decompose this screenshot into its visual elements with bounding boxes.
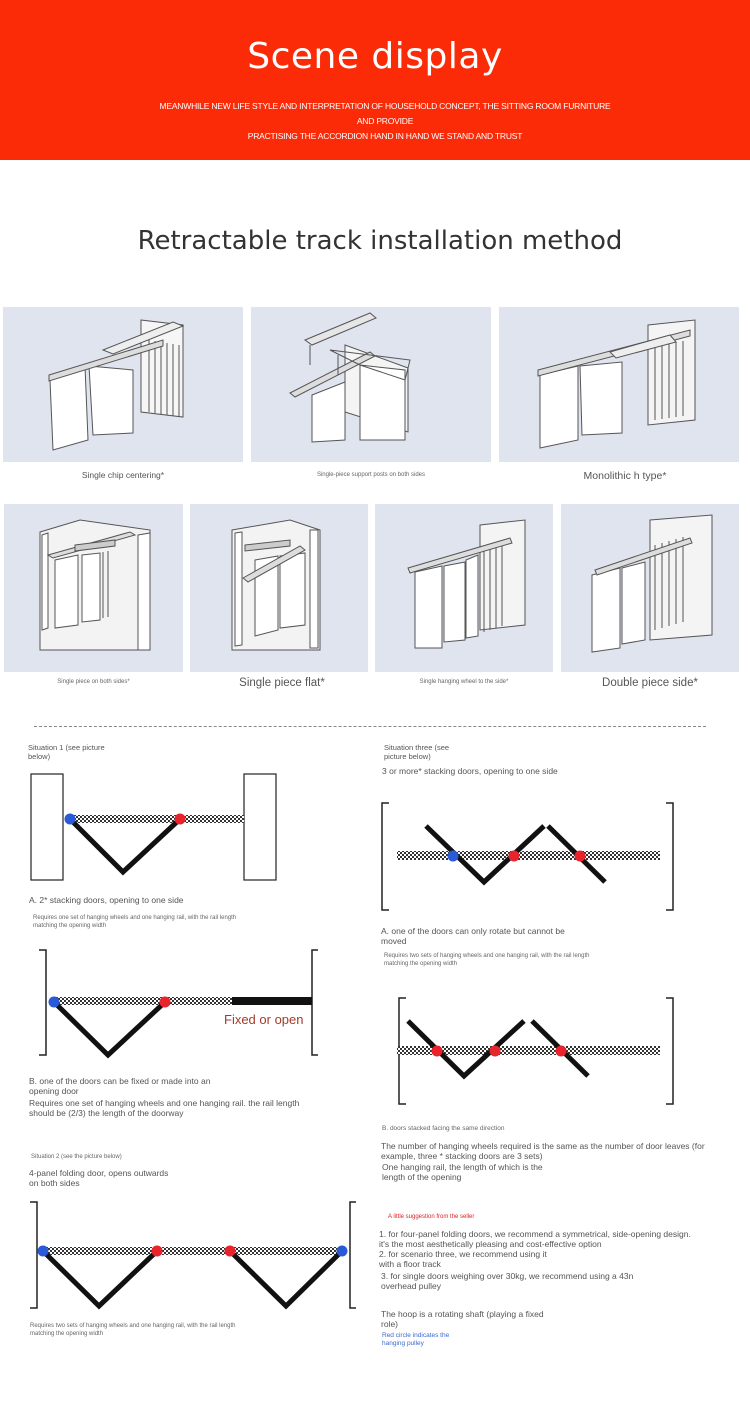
method-caption-2: Single-piece support posts on both sides bbox=[316, 472, 426, 478]
hoop-note-line1: The hoop is a rotating shaft (playing a … bbox=[381, 1309, 544, 1319]
method-image-6 bbox=[375, 504, 553, 672]
situation2-desc-line2: on both sides bbox=[29, 1178, 80, 1188]
suggestion-item-3-line2: overhead pulley bbox=[381, 1280, 442, 1291]
suggestion-item-1-line2: it's the most aesthetically pleasing and… bbox=[379, 1238, 602, 1249]
situation3-desc: 3 or more* stacking doors, opening to on… bbox=[382, 766, 558, 776]
situation3-b-rail-line2: length of the opening bbox=[382, 1172, 462, 1182]
situation2-note-line2: matching the opening width bbox=[30, 1331, 104, 1337]
situation3-a-note-line1: Requires two sets of hanging wheels and … bbox=[384, 953, 590, 959]
header-banner: Scene display MEANWHILE NEW LIFE STYLE A… bbox=[0, 0, 750, 160]
situation3-a-label-line1: A. one of the doors can only rotate but … bbox=[381, 926, 565, 936]
red-circle-legend-line1: Red circle indicates the bbox=[382, 1332, 450, 1339]
situation3-title-line1: Situation three (see bbox=[384, 743, 450, 752]
method-caption-4: Single piece on both sides* bbox=[57, 679, 130, 685]
method-image-1 bbox=[3, 307, 243, 462]
situation3-b-rail-line1: One hanging rail, the length of which is… bbox=[382, 1162, 543, 1172]
situation2-desc-line1: 4-panel folding door, opens outwards bbox=[29, 1168, 169, 1178]
situation3-title: Situation three (see picture below) bbox=[384, 743, 449, 761]
situation3-title-line2: picture below) bbox=[384, 752, 431, 761]
red-circle-legend: Red circle indicates the hanging pulley bbox=[382, 1332, 449, 1348]
situation2-note-line1: Requires two sets of hanging wheels and … bbox=[30, 1323, 236, 1329]
situation1-a-label: A. 2* stacking doors, opening to one sid… bbox=[29, 895, 184, 905]
method-caption-1: Single chip centering* bbox=[81, 470, 165, 480]
method-image-7 bbox=[561, 504, 739, 672]
double-piece-side-illustration bbox=[591, 514, 713, 653]
monolithic-h-type-illustration bbox=[537, 319, 696, 449]
method-caption-3: Monolithic h type* bbox=[583, 470, 667, 482]
situation1-a-note: Requires one set of hanging wheels and o… bbox=[33, 914, 236, 930]
single-hanging-wheel-side-illustration bbox=[407, 519, 526, 649]
section-title: Retractable track installation method bbox=[137, 226, 623, 256]
method-image-2 bbox=[251, 307, 491, 462]
situation1-b-label: B. one of the doors can be fixed or made… bbox=[29, 1076, 210, 1096]
situation2-note: Requires two sets of hanging wheels and … bbox=[30, 1322, 235, 1338]
hoop-note-line2: role) bbox=[381, 1318, 399, 1329]
single-chip-centering-illustration bbox=[48, 319, 185, 451]
situation1-b-note-line2: should be (2/3) the length of the doorwa… bbox=[29, 1108, 184, 1118]
method-image-4 bbox=[4, 504, 183, 672]
method-caption-5: Single piece flat* bbox=[239, 677, 325, 689]
method-caption-7: Double piece side* bbox=[602, 677, 698, 689]
situation2-desc: 4-panel folding door, opens outwards on … bbox=[29, 1168, 168, 1188]
situation1-title-line2: below) bbox=[28, 752, 51, 761]
method-caption-6: Single hanging wheel to the side* bbox=[419, 679, 509, 685]
support-posts-illustration bbox=[289, 312, 411, 443]
method-image-5 bbox=[190, 504, 368, 672]
situation3-b-label: B. doors stacked facing the same directi… bbox=[382, 1125, 505, 1132]
fixed-or-open-label: Fixed or open bbox=[224, 1012, 304, 1027]
banner-subtitle-line2: PRACTISING THE ACCORDION HAND IN HAND WE… bbox=[247, 131, 523, 141]
suggestion-item-1-line1: 1. for four-panel folding doors, we reco… bbox=[379, 1229, 691, 1239]
situation3-a-label: A. one of the doors can only rotate but … bbox=[381, 926, 565, 946]
suggestion-item-1: 1. for four-panel folding doors, we reco… bbox=[379, 1229, 691, 1249]
method-image-3 bbox=[499, 307, 739, 462]
situation3-a-label-line2: moved bbox=[381, 936, 407, 946]
suggestion-item-3-line1: 3. for single doors weighing over 30kg, … bbox=[381, 1271, 634, 1281]
situation3-b-note-line1: The number of hanging wheels required is… bbox=[381, 1141, 705, 1151]
situation1-b-label-line1: B. one of the doors can be fixed or made… bbox=[29, 1076, 211, 1086]
banner-subtitle: MEANWHILE NEW LIFE STYLE AND INTERPRETAT… bbox=[150, 99, 620, 144]
suggestion-heading: A little suggestion from the seller bbox=[388, 1214, 475, 1220]
situation1-title: Situation 1 (see picture below) bbox=[28, 743, 105, 761]
situation3-a-note: Requires two sets of hanging wheels and … bbox=[384, 952, 589, 968]
single-piece-both-sides-illustration bbox=[39, 519, 151, 651]
section-divider bbox=[34, 726, 706, 727]
banner-subtitle-line1: MEANWHILE NEW LIFE STYLE AND INTERPRETAT… bbox=[159, 101, 611, 126]
situation2-title: Situation 2 (see the picture below) bbox=[31, 1154, 122, 1160]
situation1-b-note: Requires one set of hanging wheels and o… bbox=[29, 1098, 299, 1118]
suggestion-item-2-line1: 2. for scenario three, we recommend usin… bbox=[379, 1249, 547, 1259]
suggestion-item-2: 2. for scenario three, we recommend usin… bbox=[379, 1249, 547, 1269]
situation3-a-note-line2: matching the opening width bbox=[384, 961, 458, 967]
situation3-b-note-line2: example, three * stacking doors are 3 se… bbox=[381, 1151, 543, 1161]
hoop-note: The hoop is a rotating shaft (playing a … bbox=[381, 1309, 544, 1329]
situation1-a-note-line1: Requires one set of hanging wheels and o… bbox=[33, 915, 237, 921]
situation3-b-note: The number of hanging wheels required is… bbox=[381, 1141, 705, 1161]
situation1-b-label-line2: opening door bbox=[29, 1086, 79, 1096]
banner-title: Scene display bbox=[247, 36, 503, 77]
situation1-title-line1: Situation 1 (see picture bbox=[28, 743, 105, 752]
situation1-b-note-line1: Requires one set of hanging wheels and o… bbox=[29, 1098, 300, 1108]
situation3-b-rail: One hanging rail, the length of which is… bbox=[382, 1162, 543, 1182]
red-circle-legend-line2: hanging pulley bbox=[382, 1340, 424, 1347]
single-piece-flat-illustration bbox=[231, 519, 321, 651]
suggestion-item-2-line2: with a floor track bbox=[379, 1258, 441, 1269]
suggestion-item-3: 3. for single doors weighing over 30kg, … bbox=[381, 1271, 634, 1291]
situation1-a-note-line2: matching the opening width bbox=[33, 923, 107, 929]
